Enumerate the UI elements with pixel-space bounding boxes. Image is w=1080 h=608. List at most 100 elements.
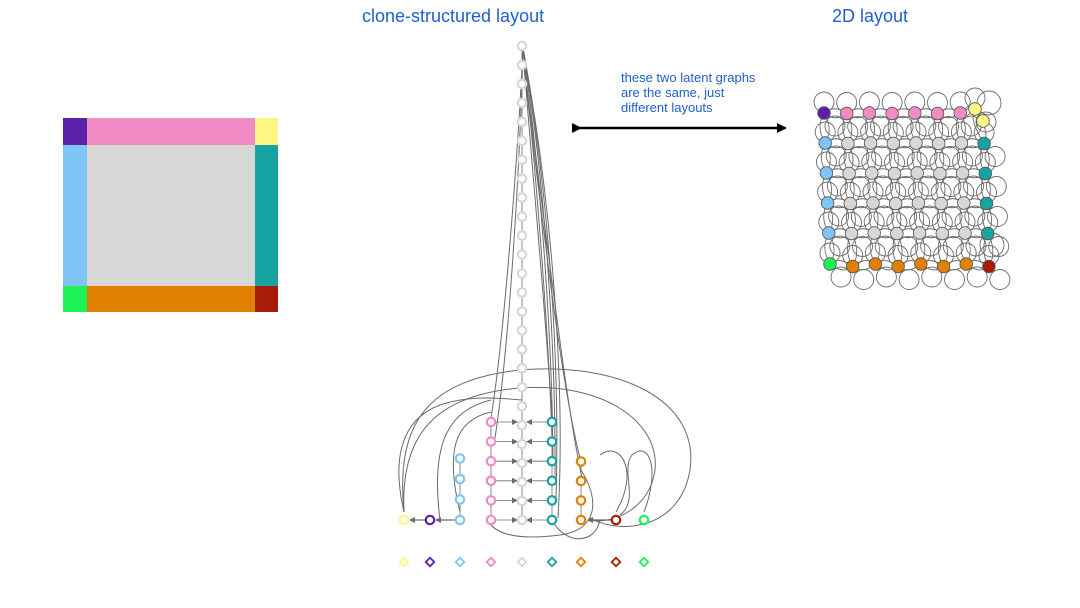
grid-node-pink (908, 106, 922, 120)
clone-node-gray (516, 306, 528, 317)
clone-node-gray (516, 173, 528, 185)
grid-self-loop (853, 269, 875, 290)
clone-node-gray (516, 344, 528, 355)
grid-node-gray (843, 196, 858, 211)
grid-self-loop (830, 266, 852, 288)
clone-node-gray (516, 457, 528, 469)
clone-node-gray (516, 495, 528, 507)
grid-self-loop (921, 266, 943, 288)
clone-node-light-blue (454, 453, 466, 464)
legend-marker-dark-red (610, 556, 622, 568)
room-region-light-blue (63, 145, 87, 286)
grid-node-light-blue (820, 196, 835, 210)
clone-node-teal (546, 416, 558, 428)
clone-node-teal (546, 455, 558, 467)
grid-self-loop (941, 206, 963, 227)
grid-node-orange (868, 257, 883, 271)
grid-self-loop (918, 205, 940, 227)
observation-legend (398, 556, 650, 568)
legend-marker-purple (424, 556, 436, 568)
clone-node-gray (516, 363, 528, 374)
legend-marker-teal (546, 556, 558, 568)
grid-node-teal (979, 196, 994, 211)
grid-self-loop (915, 115, 937, 137)
legend-marker-orange (575, 556, 587, 568)
clone-node-gray (516, 438, 528, 450)
clone-node-light-blue (454, 514, 466, 526)
clone-node-gray (516, 154, 528, 166)
grid-self-loop (898, 269, 920, 290)
clone-node-dark-red (610, 514, 622, 526)
clone-loop-edge (436, 399, 492, 521)
grid-node-pink (885, 106, 899, 121)
room-region-purple (63, 118, 87, 145)
clone-long-edge (522, 59, 583, 479)
clone-loop-edge (402, 368, 692, 527)
annotation-line-1: these two latent graphs (621, 70, 756, 85)
clone-node-green (638, 514, 650, 526)
grid-self-loop (850, 206, 872, 227)
clone-node-gray (516, 514, 528, 526)
grid-node-pink (840, 106, 854, 121)
legend-marker-green (638, 556, 650, 568)
room-region-teal (255, 145, 278, 286)
annotation-line-3: different layouts (621, 100, 713, 115)
same-graph-annotation: these two latent graphs are the same, ju… (621, 70, 791, 115)
grid-self-loop (849, 176, 871, 197)
grid-self-loop (828, 205, 850, 227)
room-region-yellow (255, 118, 278, 145)
grid-self-loop (916, 145, 938, 167)
clone-node-gray (516, 476, 528, 488)
clone-node-light-blue (454, 494, 466, 505)
clone-node-gray (516, 268, 528, 279)
grid-node-dark-red (982, 259, 996, 274)
clone-loop-edge (452, 411, 492, 513)
grid-node-gray (890, 226, 904, 241)
room-region-gray (87, 145, 255, 286)
grid-node-gray (935, 226, 950, 241)
clone-node-orange (575, 475, 587, 487)
clone-graph-edges (398, 47, 692, 540)
grid-node-gray (841, 136, 855, 151)
legend-marker-pink (485, 556, 497, 568)
room-region-green (63, 286, 87, 312)
clone-node-gray (516, 40, 528, 52)
clone-graph-nodes (398, 40, 650, 526)
clone-node-gray (516, 230, 528, 241)
grid-self-loop (892, 116, 914, 137)
clone-structured-layout-title: clone-structured layout (362, 6, 545, 26)
clone-node-gray (516, 97, 528, 109)
grid-self-loop (964, 205, 986, 227)
grid-node-gray (932, 136, 946, 151)
clone-node-pink (485, 416, 497, 428)
grid-self-loop (961, 145, 983, 167)
clone-node-gray (516, 192, 528, 203)
grid-self-loop (984, 146, 1006, 167)
clone-node-pink (485, 495, 497, 506)
grid-node-gray (957, 196, 971, 210)
room-map (63, 118, 278, 312)
grid-node-gray (844, 226, 859, 241)
clone-node-pink (485, 455, 497, 467)
grid-node-orange (959, 257, 973, 271)
grid-node-gray (955, 166, 970, 180)
clone-loop-edge (551, 519, 601, 540)
grid-node-yellow (968, 102, 982, 116)
grid-node-orange (914, 257, 928, 271)
grid-node-gray (934, 196, 948, 211)
grid-node-gray (954, 136, 969, 150)
clone-loop-edge (599, 450, 628, 513)
grid-node-light-blue (819, 166, 834, 180)
clone-node-purple (424, 514, 436, 526)
grid-node-gray (866, 196, 880, 210)
grid-self-loop (871, 145, 893, 167)
grid-node-purple (817, 106, 831, 120)
grid-self-loop (893, 146, 915, 167)
grid-self-loop (869, 115, 891, 137)
grid-node-gray (887, 166, 902, 181)
grid-graph-nodes (817, 102, 996, 274)
clone-long-edge (522, 47, 554, 459)
clone-loop-edge (398, 397, 523, 513)
grid-node-gray (912, 226, 927, 240)
room-region-orange (87, 286, 255, 312)
